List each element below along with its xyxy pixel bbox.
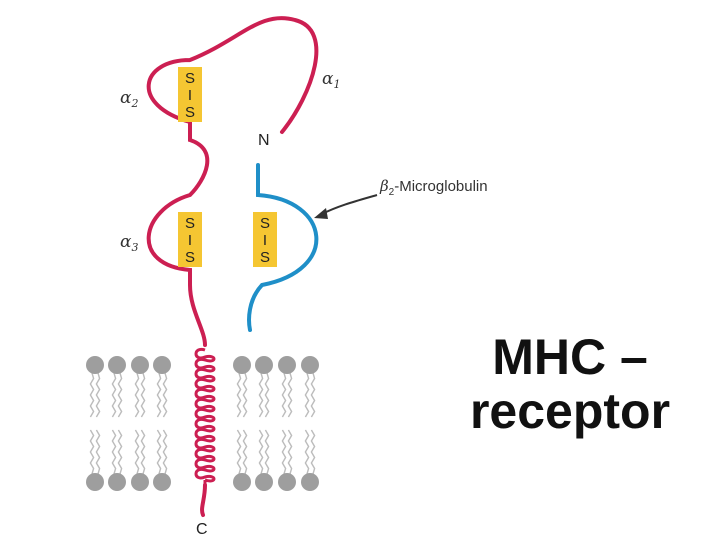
lipid-bilayer bbox=[86, 356, 319, 491]
svg-text:I: I bbox=[263, 232, 267, 249]
lipid-head bbox=[131, 356, 149, 374]
alpha3-label: α3 bbox=[120, 232, 138, 254]
lipid-head bbox=[278, 356, 296, 374]
lipid-tail bbox=[281, 372, 287, 418]
lipid-head bbox=[86, 473, 104, 491]
title-line-2: receptor bbox=[469, 383, 671, 439]
lipid-tail bbox=[162, 372, 168, 418]
lipid-tail bbox=[140, 429, 146, 475]
lipid-tail bbox=[95, 372, 101, 418]
lipid-head bbox=[255, 356, 273, 374]
lipid-tail bbox=[242, 372, 248, 418]
slide-title: MHC – receptor bbox=[430, 330, 710, 438]
lipid-head bbox=[278, 473, 296, 491]
svg-text:S: S bbox=[185, 70, 195, 87]
heavy-chain bbox=[146, 16, 319, 347]
disulfide-bond-alpha2: S I S bbox=[178, 67, 202, 122]
lipid-tail bbox=[134, 429, 140, 475]
lipid-tail bbox=[111, 429, 117, 475]
disulfide-bond-beta2: S I S bbox=[253, 212, 277, 267]
lipid-tail bbox=[258, 372, 264, 418]
lipid-tail bbox=[287, 372, 293, 418]
lipid-tail bbox=[95, 429, 101, 475]
lipid-head bbox=[233, 356, 251, 374]
svg-text:I: I bbox=[188, 87, 192, 104]
disulfide-bond-alpha3: S I S bbox=[178, 212, 202, 267]
lipid-head bbox=[255, 473, 273, 491]
alpha2-label: α2 bbox=[120, 88, 138, 110]
beta2-pointer-arrow bbox=[321, 194, 378, 215]
lipid-head bbox=[108, 473, 126, 491]
lipid-tail bbox=[140, 372, 146, 418]
lipid-tail bbox=[156, 429, 162, 475]
arrow-head bbox=[314, 208, 328, 219]
lipid-tail bbox=[134, 372, 140, 418]
lipid-tail bbox=[242, 429, 248, 475]
lipid-head bbox=[153, 473, 171, 491]
svg-text:S: S bbox=[185, 104, 195, 121]
lipid-tail bbox=[258, 429, 264, 475]
lipid-tail bbox=[310, 372, 316, 418]
lipid-tail bbox=[287, 429, 293, 475]
lipid-tail bbox=[304, 429, 310, 475]
lipid-tail bbox=[236, 372, 242, 418]
lipid-head bbox=[153, 356, 171, 374]
svg-text:I: I bbox=[188, 232, 192, 249]
lipid-tail bbox=[89, 429, 95, 475]
lipid-tail bbox=[111, 372, 117, 418]
lipid-tail bbox=[310, 429, 316, 475]
c-terminus-label: C bbox=[196, 521, 208, 538]
lipid-head bbox=[301, 473, 319, 491]
lipid-tail bbox=[281, 429, 287, 475]
svg-text:S: S bbox=[185, 249, 195, 266]
lipid-tail bbox=[89, 372, 95, 418]
lipid-head bbox=[108, 356, 126, 374]
title-line-1: MHC – bbox=[492, 329, 648, 385]
lipid-tail bbox=[162, 429, 168, 475]
lipid-head bbox=[233, 473, 251, 491]
lipid-head bbox=[131, 473, 149, 491]
lipid-tail bbox=[117, 372, 123, 418]
svg-text:S: S bbox=[185, 215, 195, 232]
lipid-tail bbox=[264, 372, 270, 418]
lipid-tail bbox=[117, 429, 123, 475]
svg-text:S: S bbox=[260, 249, 270, 266]
lipid-head bbox=[301, 356, 319, 374]
lipid-head bbox=[86, 356, 104, 374]
lipid-tail bbox=[156, 372, 162, 418]
lipid-tail bbox=[304, 372, 310, 418]
lipid-tail bbox=[264, 429, 270, 475]
svg-text:S: S bbox=[260, 215, 270, 232]
beta2-microglobulin-chain bbox=[247, 163, 319, 332]
lipid-tail bbox=[236, 429, 242, 475]
transmembrane-helix bbox=[194, 347, 216, 486]
alpha1-label: α1 bbox=[322, 69, 340, 91]
cytoplasmic-tail bbox=[200, 483, 207, 517]
beta2-microglobulin-label: β2-Microglobulin bbox=[379, 177, 488, 198]
n-terminus-label: N bbox=[258, 132, 270, 149]
